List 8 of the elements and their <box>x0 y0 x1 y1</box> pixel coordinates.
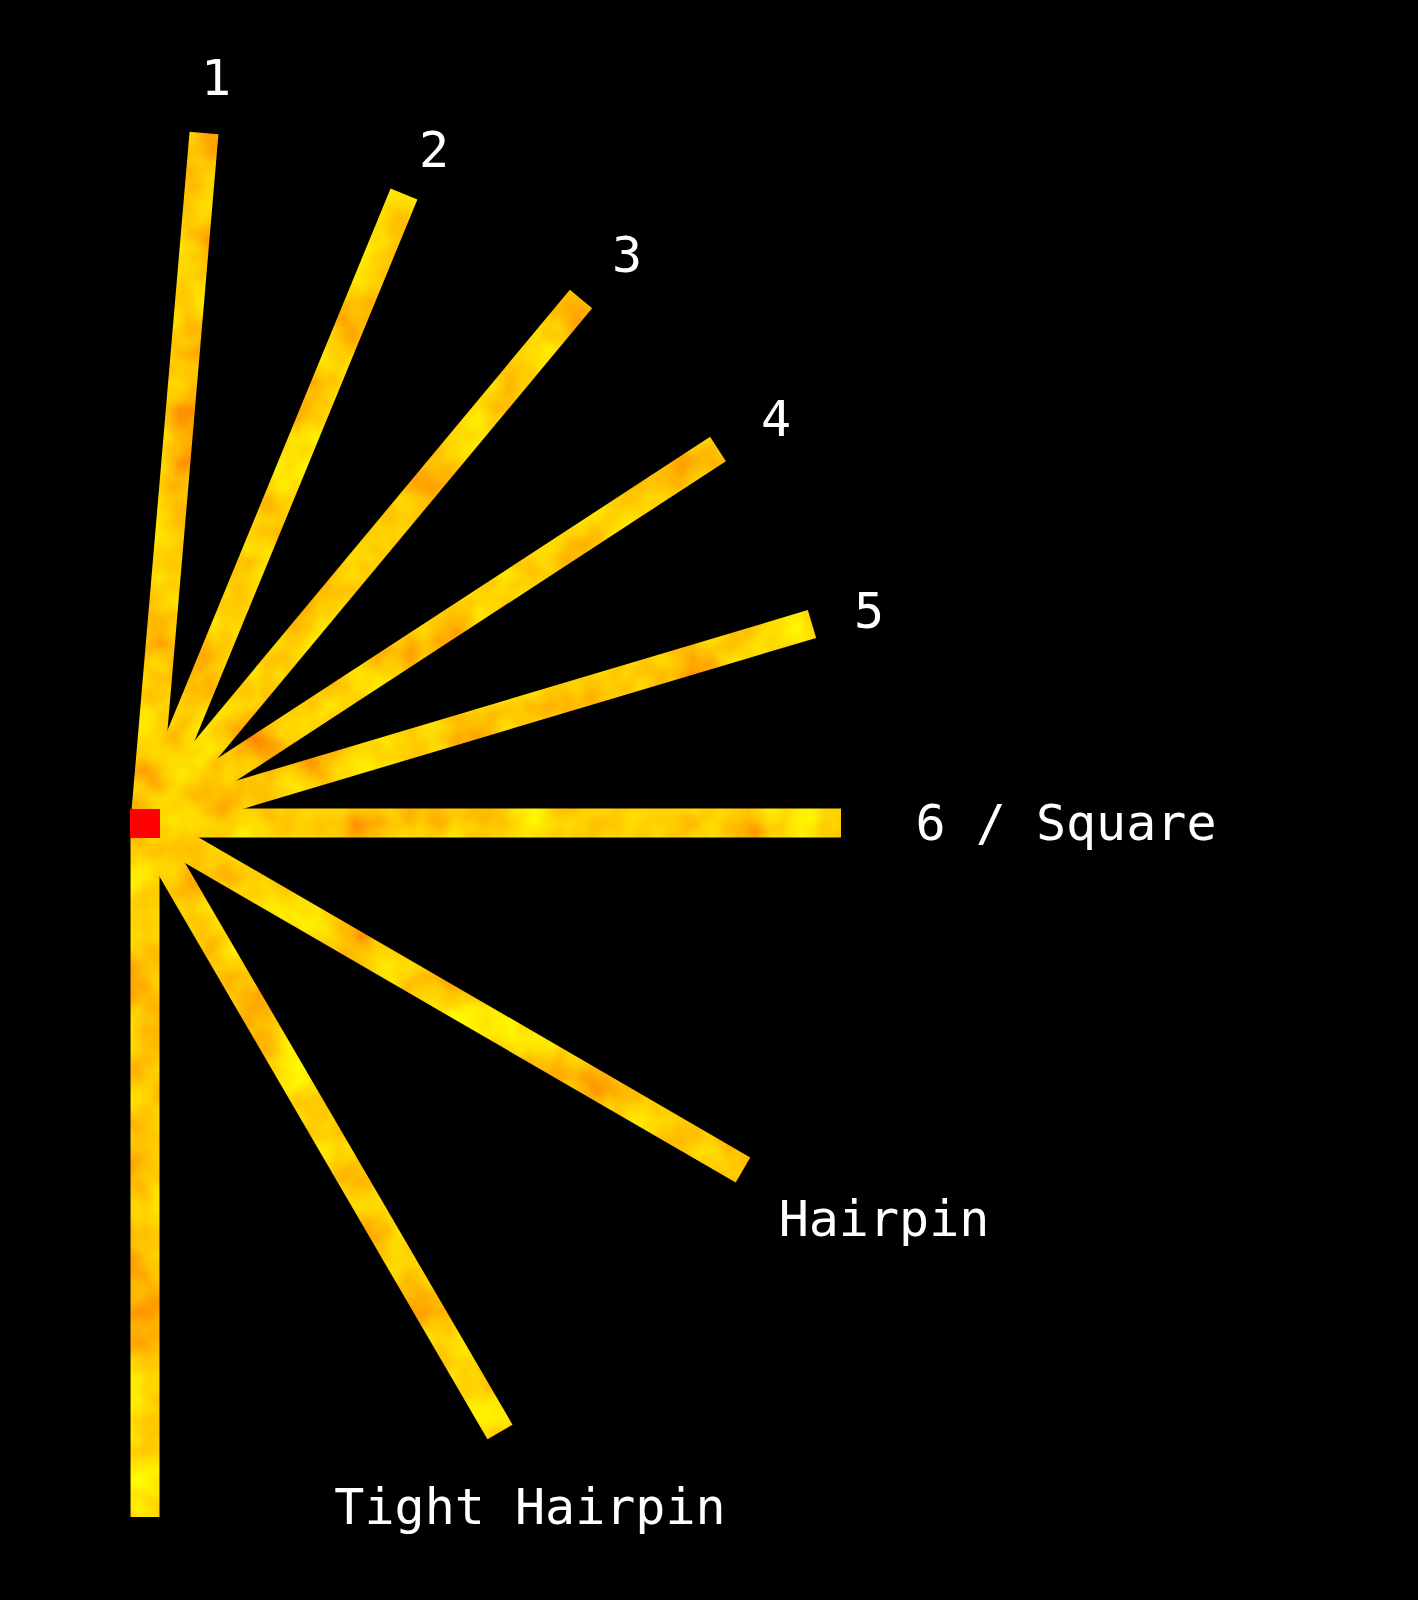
angle-label: Tight Hairpin <box>334 1482 726 1532</box>
angle-label: 5 <box>853 586 885 636</box>
angle-label: 2 <box>418 125 450 175</box>
angle-label: 4 <box>760 394 792 444</box>
angle-label: 1 <box>200 53 232 103</box>
angle-label: 6 / Square <box>915 798 1217 848</box>
angle-label: 3 <box>611 230 643 280</box>
angle-label: Hairpin <box>778 1194 990 1244</box>
